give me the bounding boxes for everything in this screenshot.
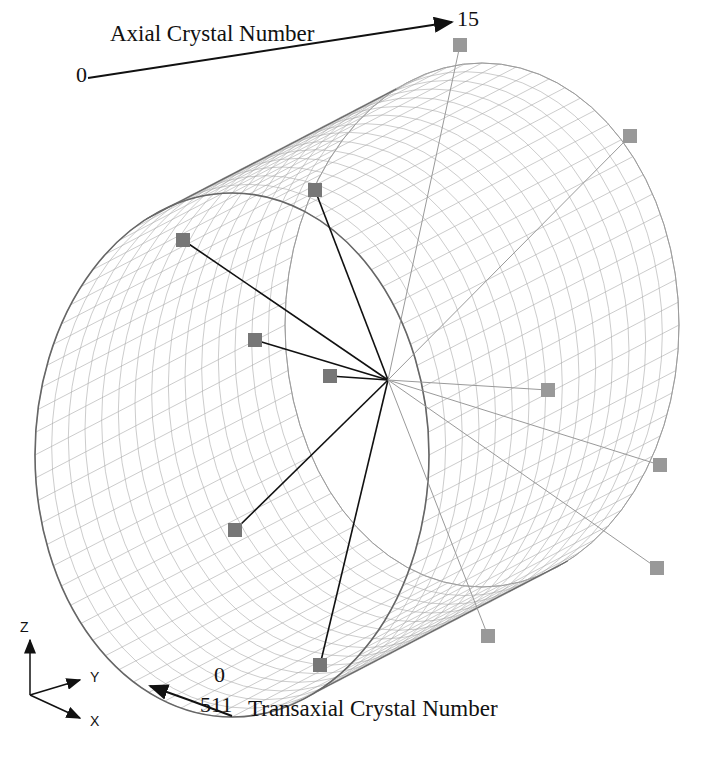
crystal-column xyxy=(198,583,448,713)
axis-label: 0 xyxy=(76,64,87,86)
hit-crystal xyxy=(308,183,322,197)
crystal-column xyxy=(383,157,633,287)
hit-crystal xyxy=(650,561,664,575)
lor-line xyxy=(235,380,388,530)
crystal-column xyxy=(81,493,331,623)
crystal-column xyxy=(36,302,286,432)
crystal-column xyxy=(422,257,672,387)
crystal-column xyxy=(417,415,667,545)
crystal-column xyxy=(429,325,679,455)
crystal-column xyxy=(411,436,661,566)
crystal-column xyxy=(42,393,292,523)
crystal-column xyxy=(61,456,311,586)
crystal-column xyxy=(359,526,609,656)
cylinder-edge xyxy=(146,89,396,219)
crystal-column xyxy=(81,157,331,287)
crystal-column xyxy=(315,88,565,218)
crystal-column xyxy=(266,67,516,197)
cylinder-edge xyxy=(318,561,568,691)
crystal-column xyxy=(331,552,581,682)
lor-line xyxy=(388,136,630,380)
hit-crystal xyxy=(623,129,637,143)
lines-of-response xyxy=(176,38,667,672)
detector-mesh xyxy=(35,63,679,717)
crystal-column xyxy=(42,257,292,387)
crystal-column xyxy=(93,510,343,640)
hit-crystal xyxy=(248,333,262,347)
lor-line xyxy=(388,380,660,465)
axis-label: Y xyxy=(90,670,99,684)
crystal-ring xyxy=(152,132,546,656)
crystal-column xyxy=(119,540,369,670)
crystal-column xyxy=(198,67,448,197)
crystal-column xyxy=(93,140,343,270)
crystal-column xyxy=(134,98,384,228)
crystal-column xyxy=(165,571,415,701)
hit-crystal xyxy=(541,383,555,397)
crystal-column xyxy=(47,235,297,365)
axis-label: Transaxial Crystal Number xyxy=(248,697,498,720)
crystal-ring xyxy=(285,63,679,587)
crystal-column xyxy=(283,72,533,202)
crystal-ring xyxy=(268,72,662,596)
hit-crystal xyxy=(323,369,337,383)
crystal-column xyxy=(359,124,609,254)
crystal-column xyxy=(383,493,633,623)
crystal-column xyxy=(215,64,465,194)
crystal-ring xyxy=(252,80,646,604)
coordinate-axes xyxy=(30,640,80,718)
lor-line xyxy=(183,240,388,380)
axis-label: 15 xyxy=(457,8,479,30)
axis-label: X xyxy=(90,714,99,728)
crystal-column xyxy=(403,194,653,324)
transaxial-arrow xyxy=(150,686,232,716)
crystal-ring xyxy=(202,106,596,630)
lor-line xyxy=(255,340,388,380)
axis-label: 511 xyxy=(200,694,232,716)
axis-label: 0 xyxy=(214,664,225,686)
hit-crystal xyxy=(453,38,467,52)
crystal-column xyxy=(53,214,303,344)
hit-crystal xyxy=(481,629,495,643)
crystal-ring xyxy=(168,124,562,648)
crystal-column xyxy=(371,140,621,270)
axis-label: Z xyxy=(20,620,29,634)
crystal-column xyxy=(428,302,678,432)
lor-line xyxy=(388,380,548,390)
axial-arrow xyxy=(88,22,452,78)
crystal-column xyxy=(105,124,355,254)
crystal-column xyxy=(266,583,516,713)
front-rim xyxy=(35,193,429,717)
crystal-column xyxy=(149,562,399,692)
lor-line xyxy=(330,376,388,380)
lor-line xyxy=(315,190,388,380)
lor-line xyxy=(320,380,388,665)
crystal-column xyxy=(232,63,482,193)
crystal-column xyxy=(105,526,355,656)
crystal-column xyxy=(38,280,288,410)
axis-label: Axial Crystal Number xyxy=(110,22,314,45)
hit-crystal xyxy=(228,523,242,537)
crystal-column xyxy=(299,79,549,209)
crystal-column xyxy=(35,325,285,455)
lor-line xyxy=(388,380,657,568)
crystal-column xyxy=(411,214,661,344)
crystal-column xyxy=(371,510,621,640)
crystal-column xyxy=(345,110,595,240)
hit-crystal xyxy=(313,658,327,672)
crystal-column xyxy=(422,393,672,523)
crystal-ring xyxy=(235,89,629,613)
crystal-column xyxy=(71,475,321,605)
crystal-column xyxy=(393,175,643,305)
crystal-column xyxy=(181,578,431,708)
lor-line xyxy=(388,45,460,380)
hit-crystal xyxy=(176,233,190,247)
hit-crystal xyxy=(653,458,667,472)
lor-line xyxy=(388,380,488,636)
